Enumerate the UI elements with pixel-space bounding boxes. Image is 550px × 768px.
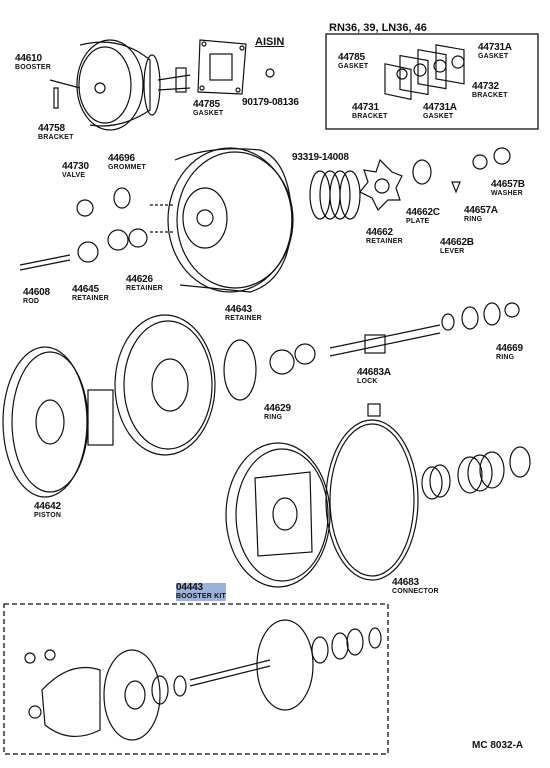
gasket-44785-drawing [197, 39, 247, 95]
rod-44608-drawing [19, 254, 71, 271]
retainer-44626b [128, 228, 148, 248]
ring-44669 [504, 302, 520, 318]
washer-small [294, 343, 316, 365]
retainer-44626a [107, 229, 129, 251]
label-90179: 90179-08136 [242, 97, 299, 108]
diaphragm-drawing [114, 314, 216, 456]
seal-stack [421, 446, 531, 500]
plate-44662C [412, 159, 432, 185]
variant-gaskets [384, 44, 465, 101]
washer-44657B [493, 147, 511, 165]
retainer-44645 [77, 241, 99, 263]
label-93319: 93319-14008 [292, 152, 349, 163]
variant-box-title: RN36, 39, LN36, 46 [329, 22, 427, 34]
retainer-44643 [223, 339, 257, 401]
ring-44657A [472, 154, 488, 170]
grommet-44696 [113, 187, 131, 209]
booster-kit-box [3, 603, 389, 755]
lever-44662B [451, 181, 461, 194]
kit-parts-drawing [24, 619, 382, 741]
bracket-44758-shape [53, 87, 59, 109]
diagram-reference: MC 8032-A [472, 740, 524, 751]
variant-box [325, 33, 539, 130]
rear-shell-drawing [225, 442, 331, 588]
spring-stack [309, 170, 361, 220]
booster-shell-drawing [150, 147, 294, 293]
retainer-44662-star [359, 158, 403, 212]
push-rod-drawing [329, 324, 441, 357]
booster-44610-drawing [49, 39, 191, 131]
nut-90179 [265, 68, 275, 78]
connector-44683 [325, 419, 419, 581]
aisin-header: AISIN [255, 36, 285, 48]
valve-44730 [76, 199, 94, 217]
piston-44642-drawing [2, 346, 114, 498]
ring-44629 [269, 349, 295, 375]
lock-44683A [367, 403, 381, 417]
